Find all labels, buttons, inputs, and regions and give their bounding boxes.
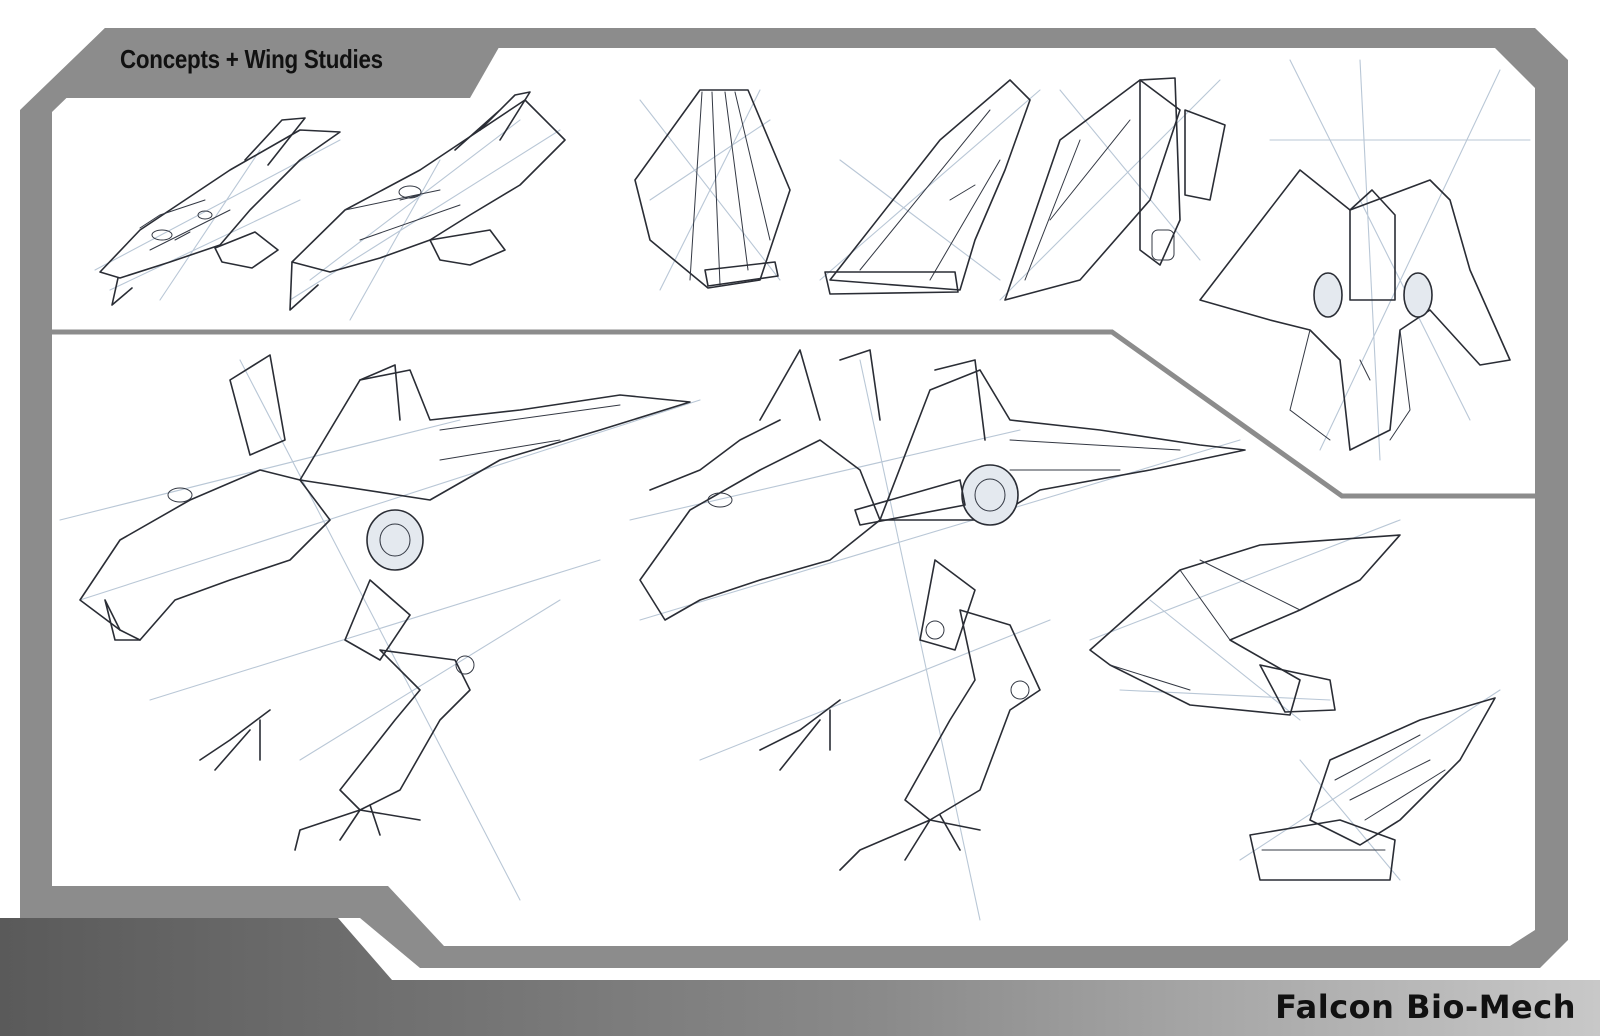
section-divider: [52, 329, 1535, 499]
frame-border: [20, 28, 1568, 968]
section-title: Concepts + Wing Studies: [120, 44, 383, 74]
footer-bar: [0, 918, 1600, 1036]
title-tab-bg: [52, 28, 510, 98]
project-title: Falcon Bio-Mech: [1275, 988, 1576, 1026]
